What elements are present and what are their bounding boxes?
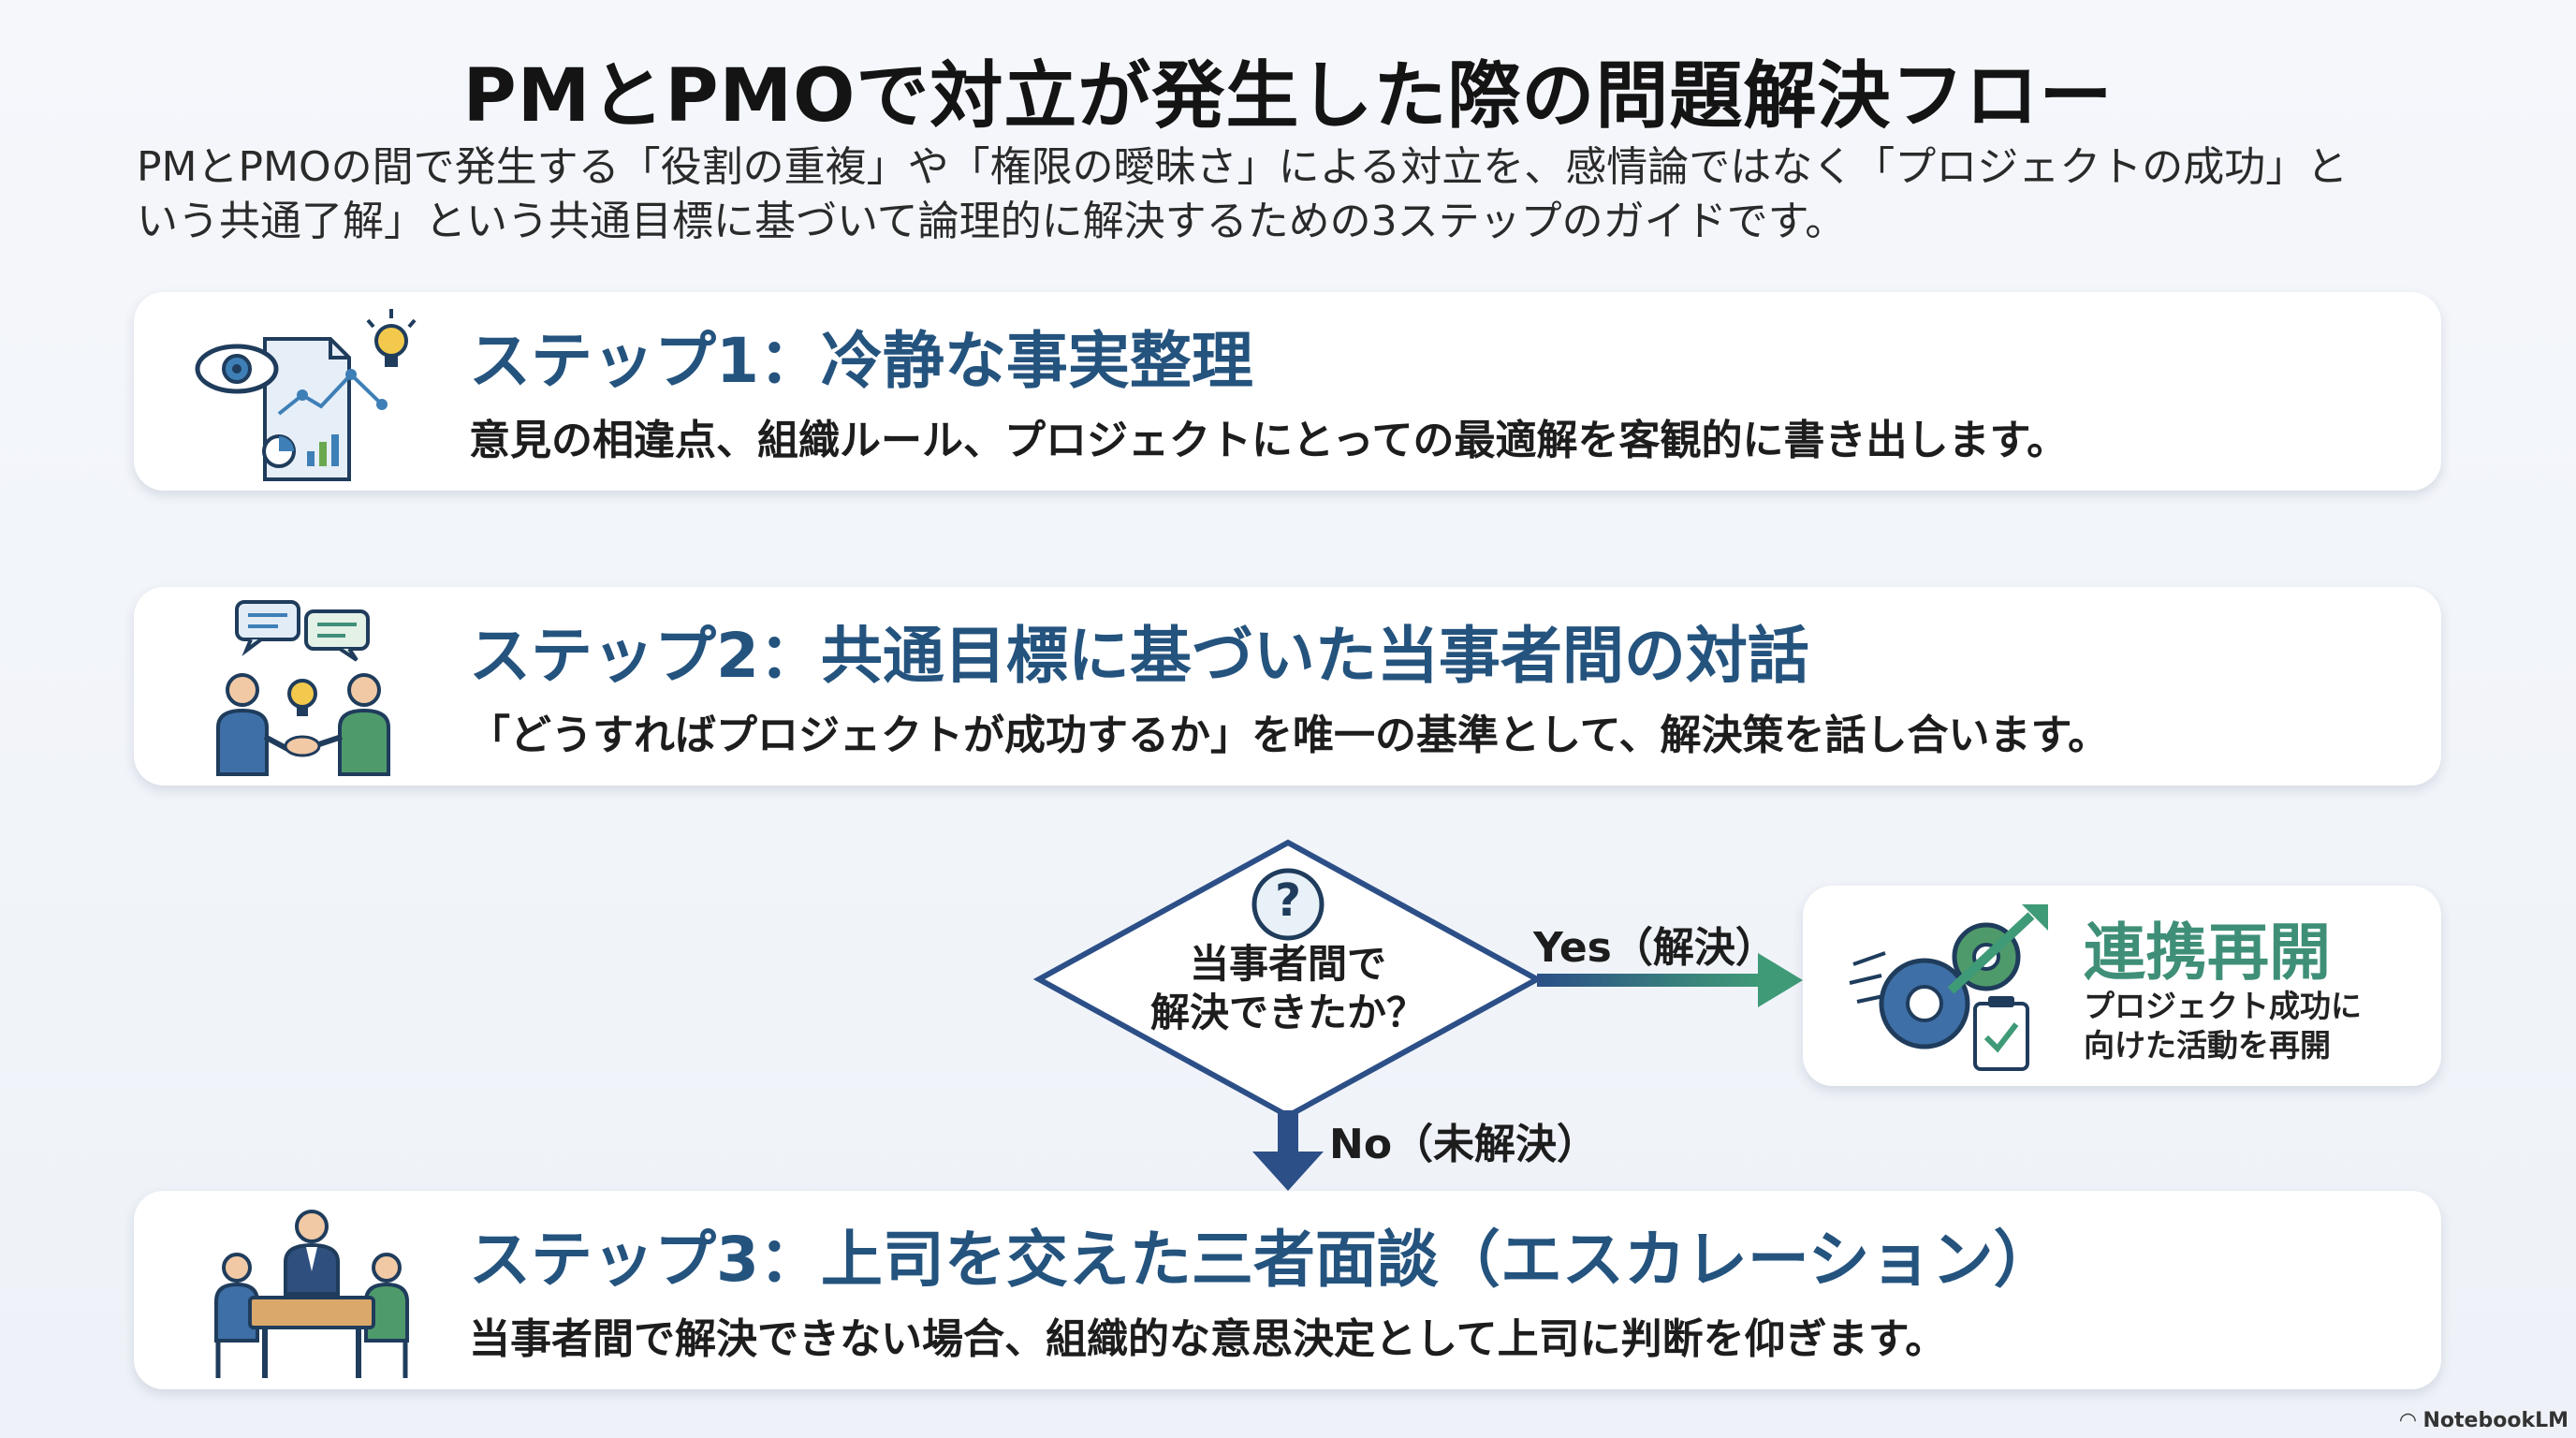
resume-card: 連携再開 プロジェクト成功に 向けた活動を再開 xyxy=(1803,886,2441,1086)
resume-description: プロジェクト成功に 向けた活動を再開 xyxy=(2084,987,2362,1065)
page-title: PMとPMOで対立が発生した際の問題解決フロー xyxy=(462,54,2114,139)
step-3-card: ステップ3：上司を交えた三者面談（エスカレーション） 当事者間で解決できない場合… xyxy=(134,1191,2441,1389)
step-1-title: ステップ1：冷静な事実整理 xyxy=(469,325,1253,397)
yes-label: Yes（解決） xyxy=(1533,924,1777,972)
step-3-title: ステップ3：上司を交えた三者面談（エスカレーション） xyxy=(469,1224,2056,1296)
resume-title: 連携再開 xyxy=(2084,917,2331,989)
watermark-text: NotebookLM xyxy=(2422,1409,2569,1432)
dialogue-handshake-icon xyxy=(216,600,390,776)
subtitle-line-2: いう共通了解」という共通目標に基づいて論理的に解決するための3ステップのガイドで… xyxy=(137,198,1847,245)
step-1-card: ステップ1：冷静な事実整理 意見の相違点、組織ルール、プロジェクトにとっての最適… xyxy=(134,292,2441,491)
yes-arrow-head xyxy=(1758,953,1803,1007)
page-subtitle: PMとPMOの間で発生する「役割の重複」や「権限の曖昧さ」による対立を、感情論で… xyxy=(137,140,2458,249)
step-1-description: 意見の相違点、組織ルール、プロジェクトにとっての最適解を客観的に書き出します。 xyxy=(469,417,2069,464)
step-3-description: 当事者間で解決できない場合、組織的な意思決定として上司に判断を仰ぎます。 xyxy=(469,1315,1947,1363)
notebooklm-logo-icon: ◠ xyxy=(2399,1409,2423,1432)
analysis-document-icon xyxy=(195,309,417,481)
gears-checklist-icon xyxy=(1849,904,2048,1071)
decision-line-1: 当事者間で xyxy=(1189,941,1386,987)
decision-flow xyxy=(1032,839,1803,1191)
no-arrow-head xyxy=(1252,1152,1324,1191)
step-2-title: ステップ2：共通目標に基づいた当事者間の対話 xyxy=(469,620,1809,692)
step-2-description: 「どうすればプロジェクトが成功するか」を唯一の基準として、解決策を話し合います。 xyxy=(469,712,2110,759)
no-label: No（未解決） xyxy=(1329,1121,1599,1168)
step-2-card: ステップ2：共通目標に基づいた当事者間の対話 「どうすればプロジェクトが成功する… xyxy=(134,587,2441,785)
decision-line-2: 解決できたか？ xyxy=(1149,990,1426,1035)
decision-question-mark: ? xyxy=(1275,874,1301,927)
resume-line-2: 向けた活動を再開 xyxy=(2084,1027,2331,1064)
resume-line-1: プロジェクト成功に xyxy=(2084,988,2362,1024)
meeting-table-icon xyxy=(214,1210,409,1378)
decision-text: 当事者間で 解決できたか？ xyxy=(1120,940,1456,1037)
notebooklm-watermark: ◠ NotebookLM xyxy=(2400,1409,2569,1432)
subtitle-line-1: PMとPMOの間で発生する「役割の重複」や「権限の曖昧さ」による対立を、感情論で… xyxy=(137,143,2349,191)
no-arrow-shaft xyxy=(1278,1110,1298,1153)
